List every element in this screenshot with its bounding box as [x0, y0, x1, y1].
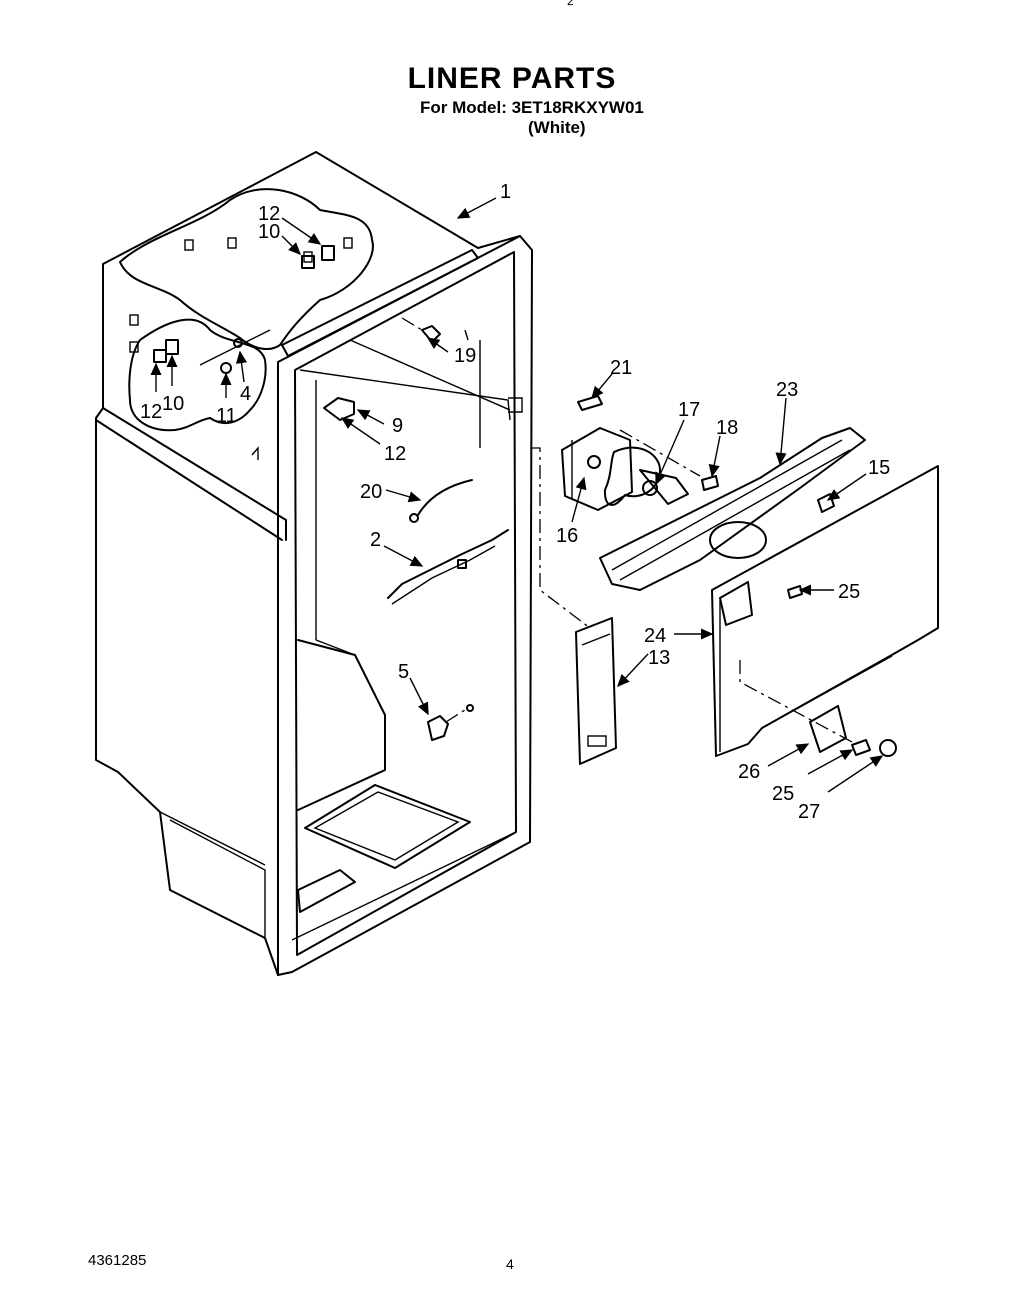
- callout-27: 27: [798, 801, 820, 823]
- callout-5: 5: [398, 661, 409, 683]
- document-number: 4361285: [88, 1252, 147, 1269]
- callout-11: 11: [216, 405, 237, 427]
- liner-small-parts: [153, 245, 509, 741]
- callout-13: 13: [648, 647, 670, 669]
- lower-fasteners: [787, 493, 897, 757]
- callout-4: 4: [240, 383, 251, 405]
- callout-17: 17: [678, 399, 700, 421]
- callout-1: 1: [500, 181, 511, 203]
- variant-label: (White): [528, 118, 586, 137]
- callout-12-left: 12: [140, 401, 162, 423]
- callout-23: 23: [776, 379, 798, 401]
- callout-20: 20: [360, 481, 382, 503]
- callout-18: 18: [716, 417, 738, 439]
- callout-15: 15: [868, 457, 890, 479]
- top-mark: 2: [567, 0, 574, 8]
- callout-2: 2: [370, 529, 381, 551]
- page-title: LINER PARTS: [407, 62, 617, 95]
- callout-25-lower: 25: [772, 783, 794, 805]
- callout-26: 26: [738, 761, 760, 783]
- bracket-13: [575, 617, 617, 765]
- callout-9: 9: [392, 415, 403, 437]
- rear-panel: [711, 465, 939, 757]
- callout-19: 19: [454, 345, 476, 367]
- callout-10-top: 10: [258, 221, 280, 243]
- callout-12-mid: 12: [384, 443, 406, 465]
- callout-16: 16: [556, 525, 578, 547]
- callout-10-left: 10: [162, 393, 184, 415]
- callout-21: 21: [610, 357, 632, 379]
- air-duct: [599, 427, 866, 591]
- model-line: For Model: 3ET18RKXYW01: [420, 98, 644, 117]
- callout-12-top: 12: [258, 203, 280, 225]
- refrigerator-liner: [95, 151, 533, 976]
- callout-25-upper: 25: [838, 581, 860, 603]
- page-number: 4: [506, 1256, 514, 1272]
- callout-24: 24: [644, 625, 666, 647]
